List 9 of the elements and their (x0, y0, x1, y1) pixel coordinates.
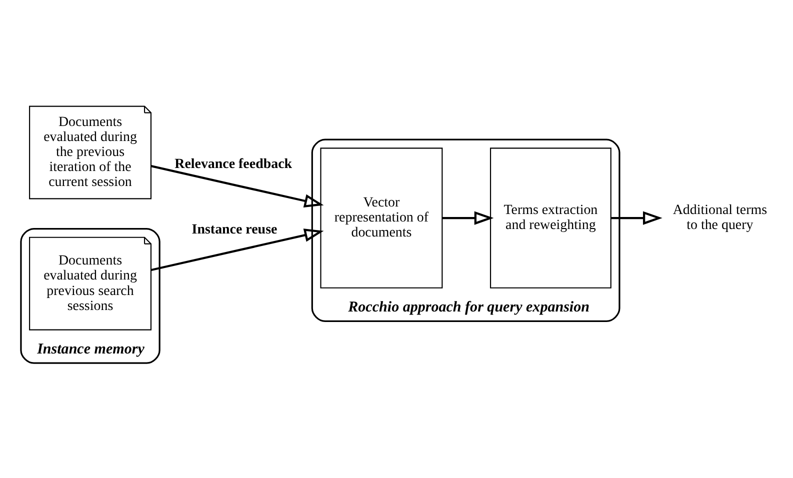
arrow (151, 165, 324, 208)
node-box: Terms extraction and reweighting (490, 148, 612, 288)
node-text: Additional terms to the query (672, 203, 768, 234)
node-box: Vector representation of documents (320, 148, 443, 288)
arrow (442, 211, 494, 225)
arrow (151, 228, 324, 272)
edge-label: Relevance feedback (174, 156, 292, 172)
edge-label: Instance reuse (192, 222, 278, 238)
arrow (611, 211, 662, 225)
